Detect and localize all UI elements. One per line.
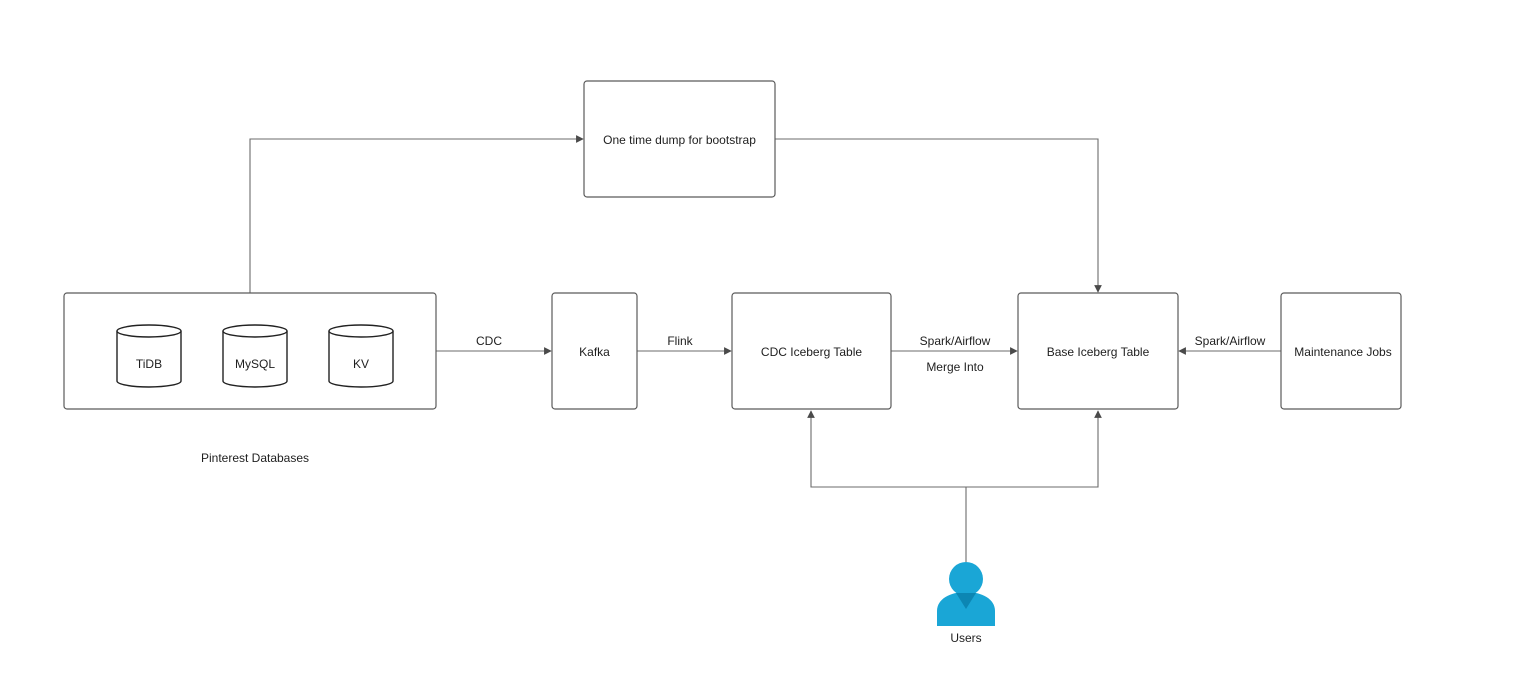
edge-label-spark-airflow-merge: Spark/Airflow bbox=[920, 334, 991, 348]
kafka-node[interactable]: Kafka bbox=[551, 292, 638, 410]
bootstrap-node[interactable]: One time dump for bootstrap bbox=[583, 80, 776, 198]
edge-label-flink: Flink bbox=[667, 334, 693, 348]
edge-label-spark-airflow-maintenance: Spark/Airflow bbox=[1195, 334, 1266, 348]
edge-users-to-base-table bbox=[966, 410, 1102, 488]
edge-label-cdc: CDC bbox=[476, 334, 502, 348]
bootstrap-label: One time dump for bootstrap bbox=[603, 133, 756, 147]
mysql-label: MySQL bbox=[235, 357, 275, 371]
databases-group-label: Pinterest Databases bbox=[201, 451, 309, 465]
users-label: Users bbox=[950, 631, 981, 645]
mysql-database-icon: MySQL bbox=[222, 324, 288, 388]
kv-label: KV bbox=[353, 357, 369, 371]
cdc-iceberg-table-node[interactable]: CDC Iceberg Table bbox=[731, 292, 892, 410]
users-icon[interactable] bbox=[937, 562, 995, 626]
base-iceberg-table-label: Base Iceberg Table bbox=[1047, 345, 1150, 359]
edge-label-merge-into: Merge Into bbox=[926, 360, 984, 374]
kafka-label: Kafka bbox=[579, 345, 610, 359]
edge-users-to-cdc-table bbox=[807, 410, 966, 488]
kv-database-icon: KV bbox=[328, 324, 394, 388]
edge-bootstrap-to-base-table bbox=[775, 138, 1102, 293]
maintenance-jobs-label: Maintenance Jobs bbox=[1294, 345, 1391, 359]
cdc-iceberg-table-label: CDC Iceberg Table bbox=[761, 345, 862, 359]
edge-databases-to-bootstrap bbox=[249, 135, 584, 293]
tidb-database-icon: TiDB bbox=[116, 324, 182, 388]
base-iceberg-table-node[interactable]: Base Iceberg Table bbox=[1017, 292, 1179, 410]
tidb-label: TiDB bbox=[136, 357, 162, 371]
maintenance-jobs-node[interactable]: Maintenance Jobs bbox=[1280, 292, 1402, 410]
